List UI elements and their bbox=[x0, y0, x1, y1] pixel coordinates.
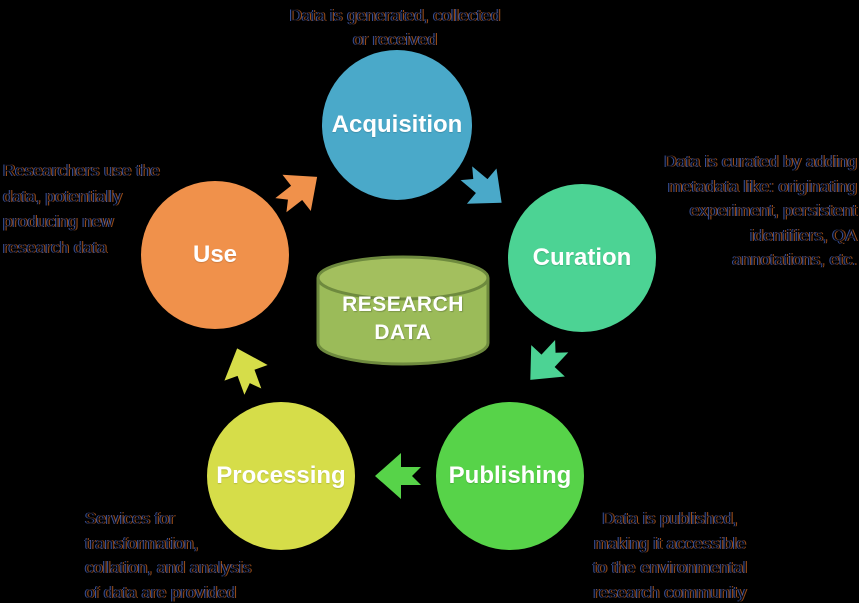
annotation-line: making it accessible bbox=[593, 533, 747, 553]
arrow-acquisition-to-curation-icon bbox=[460, 166, 502, 204]
annotation-line: collation, and analysis bbox=[85, 558, 252, 577]
annotation-use: Researchers use the data, potentially pr… bbox=[3, 158, 198, 260]
annotation-line: Data is curated by adding bbox=[664, 152, 857, 171]
arrow-curation-to-publishing-icon bbox=[530, 340, 569, 380]
arrow-shape bbox=[460, 166, 502, 204]
annotation-line: experiment, persistent bbox=[689, 201, 857, 220]
annotation-line: Researchers use the bbox=[3, 161, 160, 180]
database-cylinder-icon bbox=[316, 255, 490, 366]
annotation-line: to the environmental bbox=[592, 558, 748, 577]
cylinder-body bbox=[318, 278, 488, 364]
stage-label-processing: Processing bbox=[216, 462, 346, 489]
annotation-line: of data are provided bbox=[85, 582, 237, 602]
annotation-line: Services for bbox=[85, 509, 175, 528]
arrow-use-to-acquisition-icon bbox=[275, 174, 318, 213]
cylinder-body-outline bbox=[316, 278, 490, 366]
stage-label-curation: Curation bbox=[532, 244, 632, 271]
center-label: RESEARCH DATA bbox=[315, 254, 491, 368]
cylinder-top bbox=[318, 257, 488, 299]
arrow-publishing-to-processing-icon bbox=[375, 453, 421, 499]
arrow-shape bbox=[530, 340, 569, 380]
arrow-shape bbox=[375, 453, 421, 499]
arrow-shape bbox=[224, 348, 268, 395]
arrow-shape bbox=[275, 174, 318, 213]
annotation-curation: Data is curated by adding metadata like:… bbox=[627, 150, 857, 273]
stage-circle-acquisition: Acquisition bbox=[322, 50, 472, 200]
annotation-line: transformation, bbox=[85, 533, 199, 553]
annotation-line: producing new bbox=[3, 212, 114, 231]
annotation-line: metadata like: originating bbox=[667, 176, 857, 196]
annotation-acquisition: Data is generated, collected or received bbox=[250, 4, 540, 51]
annotation-publishing: Data is published, making it accessible … bbox=[563, 507, 777, 603]
annotation-line: research data bbox=[3, 237, 107, 257]
annotation-line: Data is generated, collected bbox=[289, 6, 501, 25]
stage-circle-publishing: Publishing bbox=[436, 402, 584, 550]
center-label-line: DATA bbox=[374, 321, 432, 344]
stage-label-publishing: Publishing bbox=[448, 462, 572, 489]
arrow-processing-to-use-icon bbox=[224, 348, 268, 395]
annotation-processing: Services for transformation, collation, … bbox=[85, 507, 320, 603]
annotation-line: Data is published, bbox=[602, 509, 738, 528]
annotation-line: research community bbox=[593, 582, 747, 602]
stage-label-use: Use bbox=[192, 241, 238, 268]
stage-circle-curation: Curation bbox=[508, 184, 656, 332]
stage-circle-processing: Processing bbox=[207, 402, 355, 550]
center-label-line: RESEARCH bbox=[342, 293, 464, 316]
stage-circle-use: Use bbox=[141, 181, 289, 329]
stage-label-acquisition: Acquisition bbox=[331, 111, 463, 138]
cylinder-top-outline bbox=[316, 255, 490, 301]
annotation-line: or received bbox=[352, 29, 438, 49]
annotation-line: annotations, etc. bbox=[732, 250, 857, 269]
annotation-line: identifiers, QA bbox=[750, 225, 857, 245]
annotation-line: data, potentially bbox=[3, 186, 123, 206]
